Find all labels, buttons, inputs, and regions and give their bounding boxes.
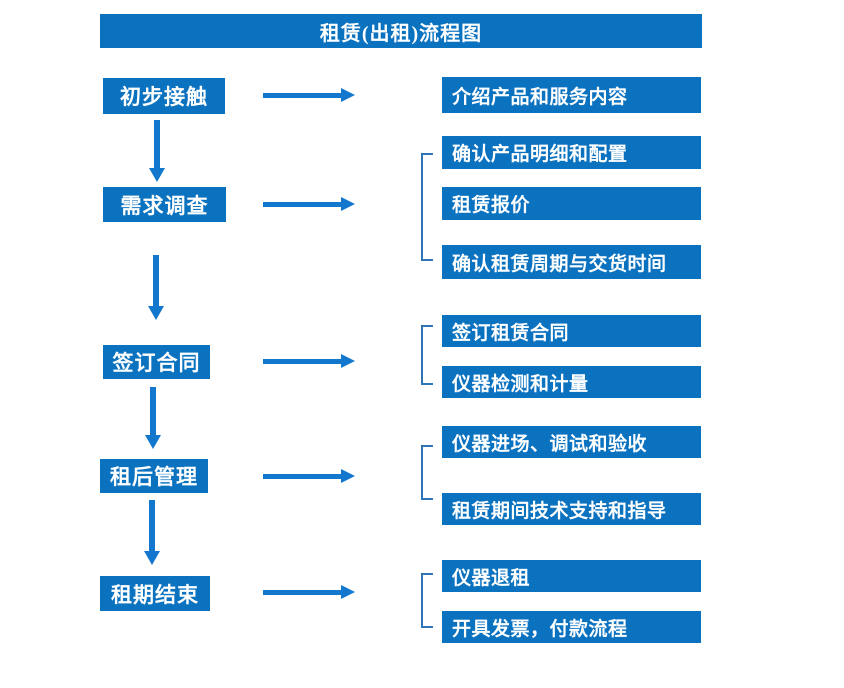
output-label: 介绍产品和服务内容 <box>452 86 628 108</box>
output-box-instrument-return: 仪器退租 <box>442 560 701 592</box>
output-box-instrument-entry-acceptance: 仪器进场、调试和验收 <box>442 426 701 458</box>
output-label: 仪器进场、调试和验收 <box>452 433 648 455</box>
flowchart-title-bar: 租赁(出租)流程图 <box>100 14 702 48</box>
output-box-confirm-product-details: 确认产品明细和配置 <box>442 136 701 169</box>
step-label: 初步接触 <box>120 85 208 109</box>
output-box-rental-quote: 租赁报价 <box>442 187 701 220</box>
output-label: 开具发票，付款流程 <box>452 618 628 640</box>
output-label: 确认产品明细和配置 <box>452 144 628 165</box>
output-box-tech-support: 租赁期间技术支持和指导 <box>442 493 701 525</box>
down-arrow-icon <box>145 387 161 449</box>
right-arrow-icon <box>263 197 355 211</box>
output-box-confirm-rental-period: 确认租赁周期与交货时间 <box>442 245 701 279</box>
down-arrow-icon <box>144 500 160 565</box>
step-label: 需求调查 <box>120 193 209 218</box>
step-box-post-rental-management: 租后管理 <box>100 459 208 493</box>
right-arrow-icon <box>263 354 355 368</box>
group-bracket-icon <box>421 153 433 261</box>
step-box-sign-contract: 签订合同 <box>103 345 210 379</box>
step-label: 签订合同 <box>112 351 201 375</box>
output-box-invoice-payment: 开具发票，付款流程 <box>442 611 701 643</box>
step-label: 租后管理 <box>110 465 198 489</box>
output-label: 租赁期间技术支持和指导 <box>452 500 667 522</box>
output-label: 签订租赁合同 <box>452 322 570 344</box>
down-arrow-icon <box>148 255 164 320</box>
output-label: 租赁报价 <box>452 195 531 216</box>
group-bracket-icon <box>421 573 433 628</box>
group-bracket-icon <box>421 325 433 385</box>
down-arrow-icon <box>149 120 165 182</box>
step-box-initial-contact: 初步接触 <box>103 78 225 114</box>
group-bracket-icon <box>421 445 433 500</box>
output-box-instrument-testing: 仪器检测和计量 <box>442 366 701 398</box>
flowchart-title: 租赁(出租)流程图 <box>319 22 483 45</box>
step-box-demand-survey: 需求调查 <box>103 187 226 222</box>
output-label: 仪器退租 <box>452 567 531 589</box>
right-arrow-icon <box>263 469 355 483</box>
right-arrow-icon <box>263 585 355 599</box>
step-box-lease-end: 租期结束 <box>100 576 210 611</box>
output-box-intro-products: 介绍产品和服务内容 <box>442 77 701 113</box>
right-arrow-icon <box>263 88 355 102</box>
output-box-sign-rental-contract: 签订租赁合同 <box>442 315 701 347</box>
output-label: 仪器检测和计量 <box>452 373 589 395</box>
step-label: 租期结束 <box>111 582 199 607</box>
output-label: 确认租赁周期与交货时间 <box>452 253 667 275</box>
